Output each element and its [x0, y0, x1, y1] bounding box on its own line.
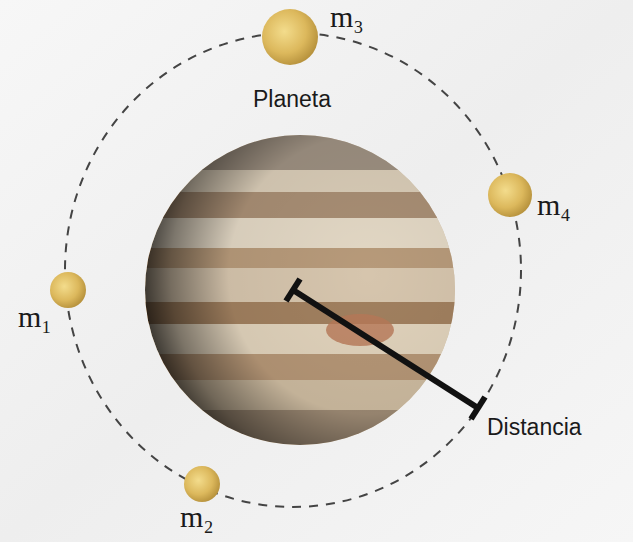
moon	[262, 9, 318, 65]
planet	[140, 130, 460, 450]
distance-bar	[286, 279, 485, 419]
moon-label: m₁	[18, 300, 52, 335]
moon	[184, 466, 220, 502]
moon	[50, 272, 86, 308]
moon	[488, 173, 532, 217]
planet-label: Planeta	[253, 86, 331, 112]
orbit	[65, 33, 521, 507]
moon-label: m₄	[537, 188, 571, 223]
moon-label: m₃	[330, 0, 364, 35]
moon-label: m₂	[180, 500, 214, 535]
distance-label: Distancia	[487, 414, 582, 440]
